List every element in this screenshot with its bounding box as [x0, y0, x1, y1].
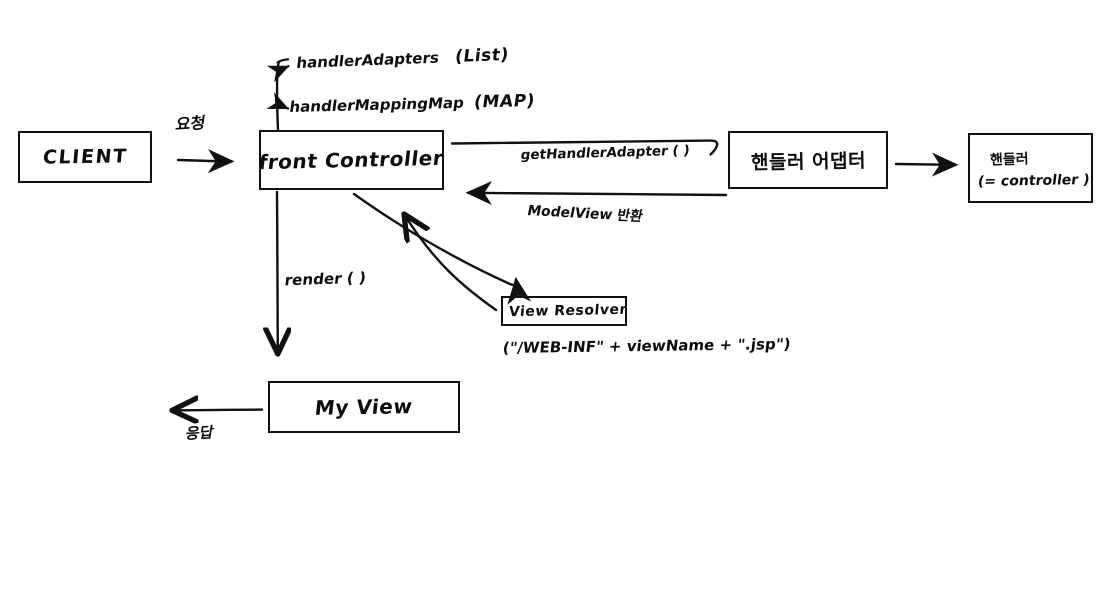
handler-adapters-field-type: (List) [453, 44, 511, 67]
node-view-resolver-label: View Resolver [508, 301, 628, 321]
arrow-front-controller-to-my-view [277, 190, 278, 354]
arrow-handler-adapter-to-front-controller [465, 181, 728, 206]
node-handler-adapter-label: 핸들러 어댑터 [750, 149, 866, 174]
node-my-view-label: My View [313, 394, 415, 420]
node-front-controller[interactable]: front Controller [257, 130, 446, 190]
node-handler-adapter[interactable]: 핸들러 어댑터 [728, 131, 888, 189]
node-client[interactable]: CLIENT [18, 131, 152, 183]
node-client-label: CLIENT [41, 145, 129, 169]
arrow-view-resolver-to-front-controller [404, 214, 498, 312]
arrow-front-controller-to-view-resolver [352, 192, 532, 305]
handler-mapping-field-type: (MAP) [472, 91, 537, 113]
annotation-response: 응답 [184, 423, 216, 443]
arrow-front-controller-to-handler-adapter [450, 139, 719, 156]
arrow-my-view-to-response [172, 410, 264, 411]
node-my-view[interactable]: My View [268, 381, 460, 433]
annotation-request: 요청 [174, 112, 207, 135]
node-handler[interactable]: 핸들러 (= controller ) [968, 133, 1093, 203]
handler-mapping-field-name: handlerMappingMap [288, 93, 466, 116]
node-handler-label: 핸들러 [989, 150, 1029, 169]
branch-two-arrows-icon [266, 58, 290, 132]
arrow-client-to-front-controller [176, 149, 235, 174]
node-view-resolver[interactable]: View Resolver [501, 296, 628, 326]
node-handler-sublabel: (= controller ) [976, 171, 1091, 190]
arrow-handler-adapter-to-handler [894, 152, 959, 177]
node-front-controller-label: front Controller [257, 145, 446, 175]
annotation-render: render ( ) [283, 268, 368, 290]
